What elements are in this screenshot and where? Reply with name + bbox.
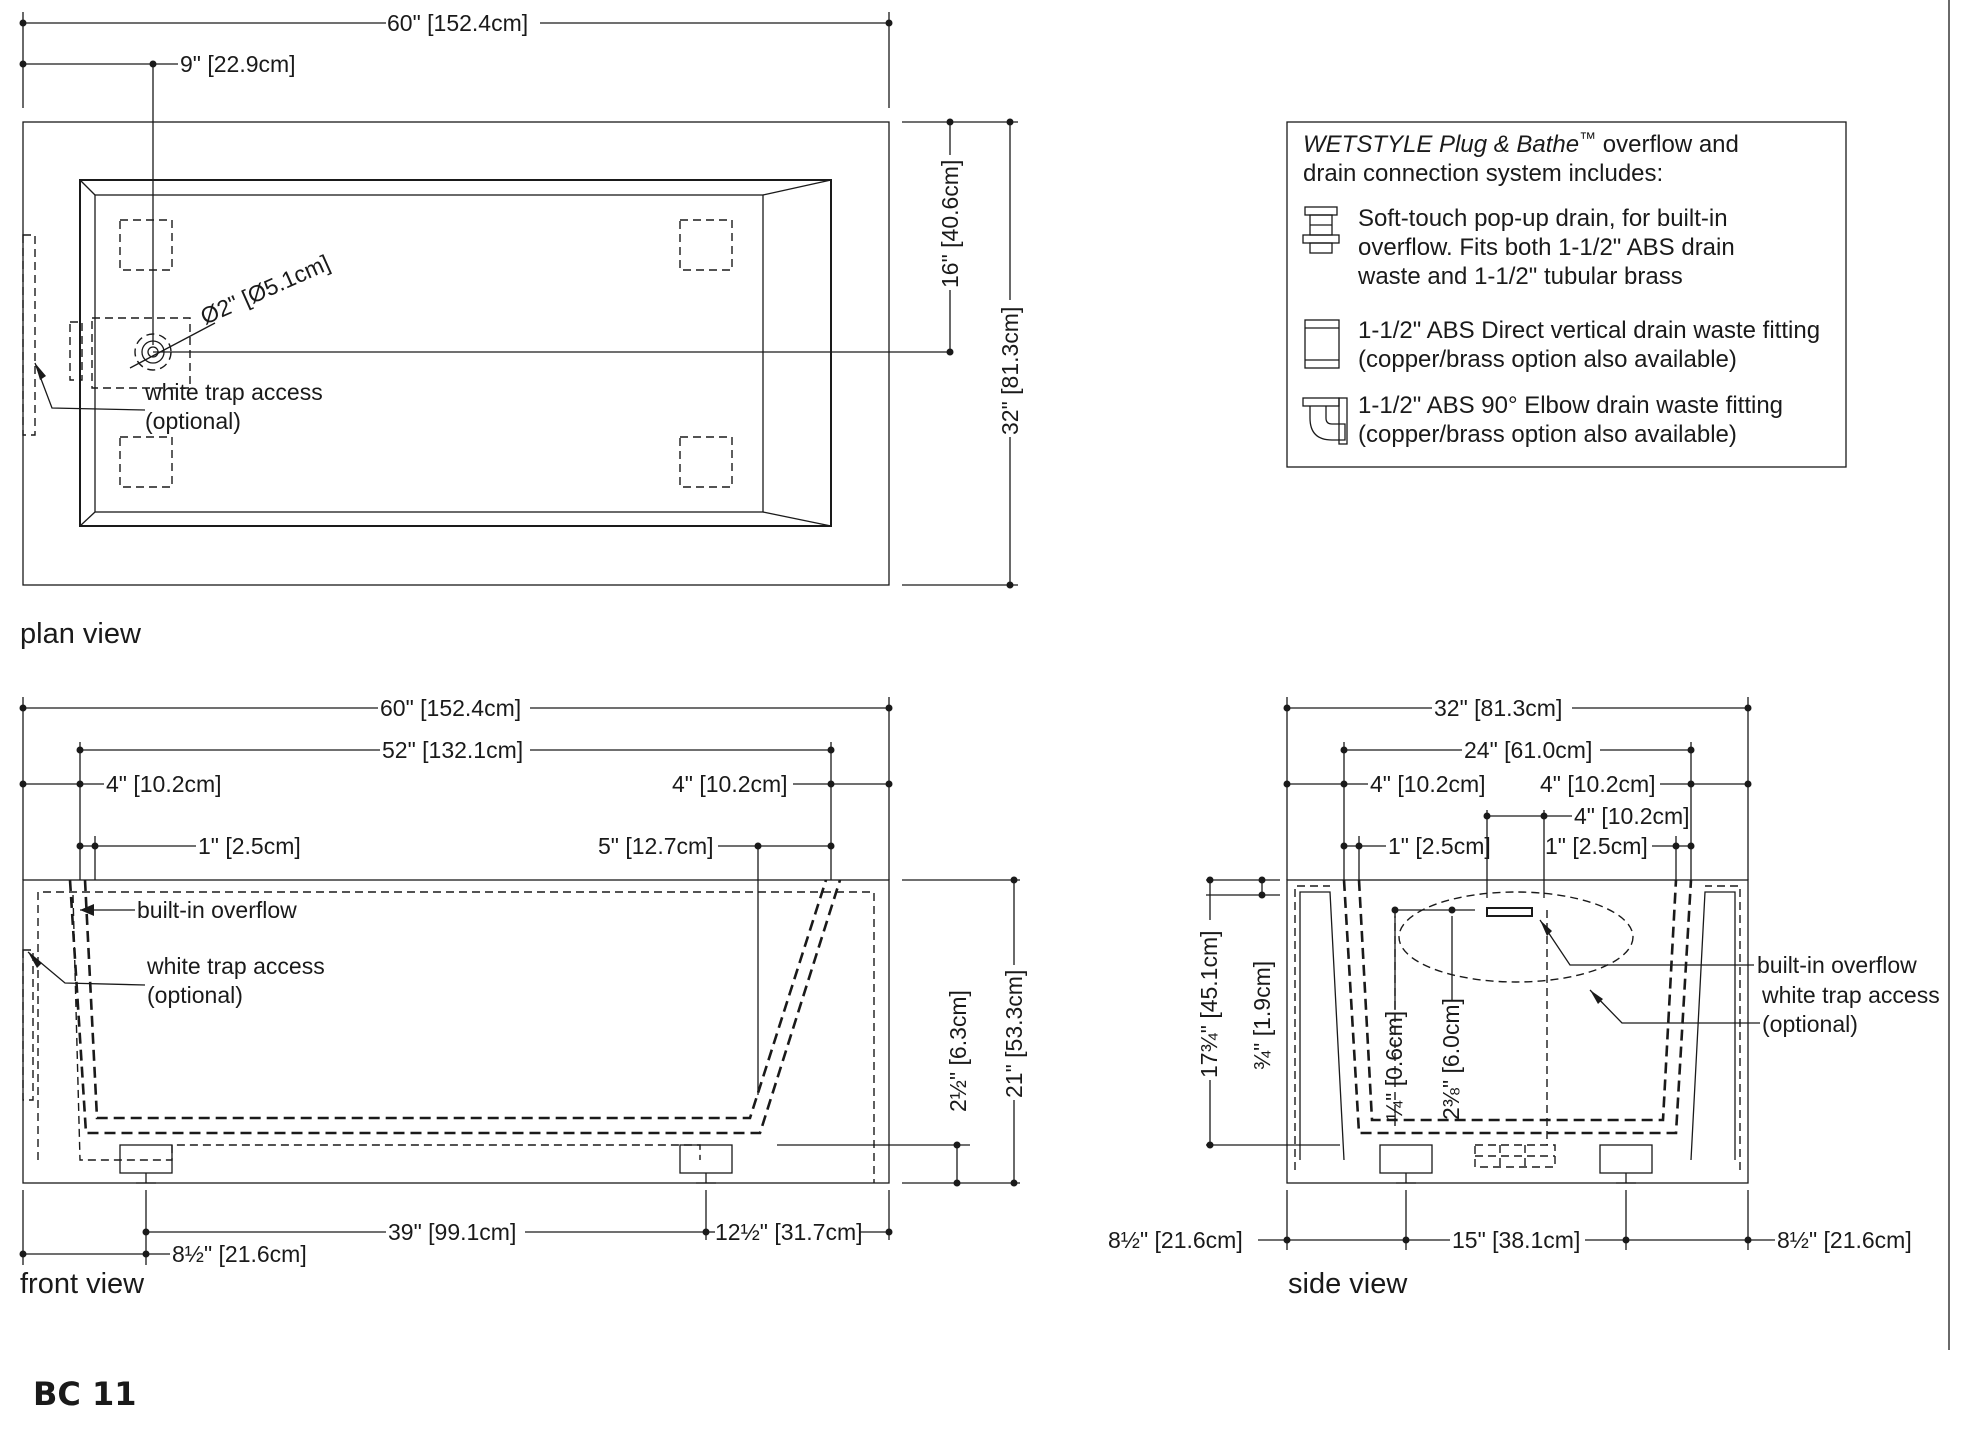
side-inset-right-dim: 1" [2.5cm] xyxy=(1545,833,1648,859)
front-wall-right-dim: 4" [10.2cm] xyxy=(672,771,788,797)
side-wall-right-dim: 4" [10.2cm] xyxy=(1540,771,1656,797)
side-view-title: side view xyxy=(1288,1268,1408,1300)
side-drain-width-dim: 4" [10.2cm] xyxy=(1574,803,1690,829)
front-length-dim: 60" [152.4cm] xyxy=(380,695,521,721)
legend-title-brand: WETSTYLE Plug & Bathe xyxy=(1303,131,1579,158)
legend-title-tm: ™ xyxy=(1579,129,1596,148)
front-height-dim: 21" [53.3cm] xyxy=(1001,970,1027,1098)
plan-drain-dia-dim: Ø2" [Ø5.1cm] xyxy=(196,249,333,329)
side-view-drawing: 32" [81.3cm] 24" [61.0cm] 4" [10.2cm] 4"… xyxy=(1108,695,1940,1253)
legend-item-1-line-2: overflow. Fits both 1-1/2" ABS drain xyxy=(1358,234,1735,261)
plan-view-drawing: 60" [152.4cm] 9" [22.9cm] Ø2" [Ø5.1cm xyxy=(19,10,1023,589)
front-inset-right-dim: 5" [12.7cm] xyxy=(598,833,714,859)
legend-item-1-line-1: Soft-touch pop-up drain, for built-in xyxy=(1358,205,1728,232)
side-foot-span-dim: 15" [38.1cm] xyxy=(1452,1227,1580,1253)
side-quarter-dim: ¼" [0.6cm] xyxy=(1381,1011,1407,1120)
side-trap-label-1: white trap access xyxy=(1761,982,1940,1008)
elbow-fitting-icon xyxy=(1302,397,1348,445)
popup-drain-icon xyxy=(1302,206,1340,254)
legend-item-3-line-2: (copper/brass option also available) xyxy=(1358,421,1737,448)
legend-item-1-line-3: waste and 1-1/2" tubular brass xyxy=(1357,263,1683,290)
legend-title: WETSTYLE Plug & Bathe™ overflow and xyxy=(1303,129,1739,158)
side-depth-dim: 17¾" [45.1cm] xyxy=(1196,930,1222,1078)
plan-half-width-dim: 16" [40.6cm] xyxy=(937,160,963,288)
side-overflow-drop-dim: ¾" [1.9cm] xyxy=(1249,961,1275,1070)
plan-drain-offset-dim: 9" [22.9cm] xyxy=(180,51,296,77)
legend-item-3-line-1: 1-1/2" ABS 90° Elbow drain waste fitting xyxy=(1358,392,1783,419)
legend-item-2-line-2: (copper/brass option also available) xyxy=(1358,346,1737,373)
plan-width-dim: 32" [81.3cm] xyxy=(997,307,1023,435)
side-trap-label-2: (optional) xyxy=(1762,1011,1858,1037)
plan-length-dim: 60" [152.4cm] xyxy=(387,10,528,36)
side-inset-left-dim: 1" [2.5cm] xyxy=(1388,833,1491,859)
side-overflow-label: built-in overflow xyxy=(1757,952,1917,978)
plan-view-title: plan view xyxy=(20,618,142,650)
side-inner-width-dim: 24" [61.0cm] xyxy=(1464,737,1592,763)
side-foot-left-dim: 8½" [21.6cm] xyxy=(1108,1227,1243,1253)
legend-title-line2: drain connection system includes: xyxy=(1303,160,1663,187)
front-trap-label-1: white trap access xyxy=(146,953,325,979)
front-bottom-dim: 2½" [6.3cm] xyxy=(945,990,971,1112)
front-overflow-label: built-in overflow xyxy=(137,897,297,923)
vertical-fitting-icon xyxy=(1304,319,1340,369)
side-width-dim: 32" [81.3cm] xyxy=(1434,695,1562,721)
legend-box: WETSTYLE Plug & Bathe™ overflow and drai… xyxy=(1286,121,1847,468)
front-foot-left-dim: 8½" [21.6cm] xyxy=(172,1241,307,1267)
drawing-code: BC 11 xyxy=(33,1375,137,1413)
front-wall-left-dim: 4" [10.2cm] xyxy=(106,771,222,797)
front-inner-length-dim: 52" [132.1cm] xyxy=(382,737,523,763)
side-drain-height-dim: 2⅜" [6.0cm] xyxy=(1438,998,1464,1120)
front-foot-right-dim: 12½" [31.7cm] xyxy=(715,1219,863,1245)
side-wall-left-dim: 4" [10.2cm] xyxy=(1370,771,1486,797)
front-foot-span-dim: 39" [99.1cm] xyxy=(388,1219,516,1245)
front-trap-label-2: (optional) xyxy=(147,982,243,1008)
front-view-title: front view xyxy=(20,1268,145,1300)
legend-title-rest: overflow and xyxy=(1596,131,1739,158)
plan-trap-label-1: white trap access xyxy=(144,379,323,405)
side-foot-right-dim: 8½" [21.6cm] xyxy=(1777,1227,1912,1253)
front-view-drawing: 60" [152.4cm] 52" [132.1cm] 4" [10.2cm] … xyxy=(19,695,1027,1267)
legend-item-2-line-1: 1-1/2" ABS Direct vertical drain waste f… xyxy=(1358,317,1820,344)
plan-trap-label-2: (optional) xyxy=(145,408,241,434)
front-inset-left-dim: 1" [2.5cm] xyxy=(198,833,301,859)
